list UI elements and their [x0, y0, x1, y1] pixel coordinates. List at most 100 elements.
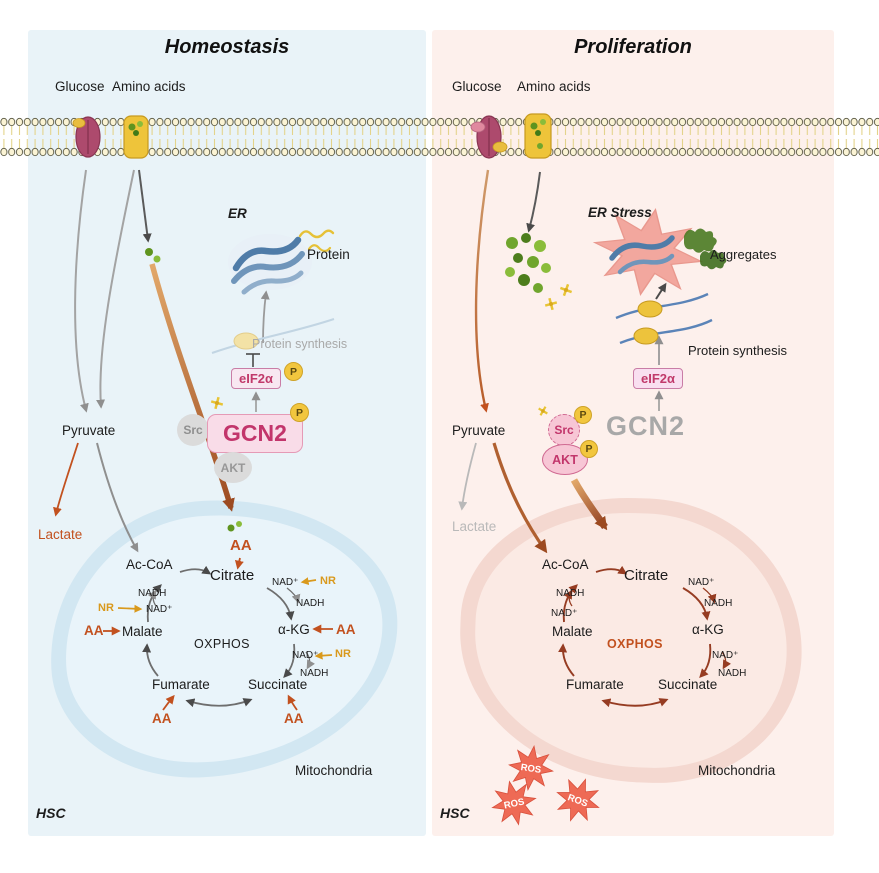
glucose-transporter-icon-left [72, 116, 101, 158]
akg-label-left: α-KG [278, 622, 310, 637]
src-badge-left: Src [177, 414, 209, 446]
nad-label-right-3: NAD⁺ [712, 650, 739, 661]
oxphos-label-left: OXPHOS [194, 637, 250, 651]
aa-entry-label-left: AA [230, 537, 252, 554]
phospho-badge-eif2a-left: P [284, 362, 303, 381]
nad-label-left-1: NAD⁺ [272, 577, 299, 588]
akt-badge-left: AKT [214, 452, 252, 483]
er-stress-icon [592, 208, 704, 296]
er-label: ER [228, 206, 247, 221]
lactate-label-left: Lactate [38, 527, 83, 542]
glucose-label-left: Glucose [55, 79, 105, 94]
amino-acids-label-right: Amino acids [517, 79, 591, 94]
trna-icon-left [210, 396, 224, 410]
ros-label-1: ROS [520, 762, 542, 776]
nadh-label-right-1: NADH [704, 598, 733, 609]
er-stress-label: ER Stress [588, 205, 652, 220]
nadh-label-right-3: NADH [718, 668, 747, 679]
oxphos-label-right: OXPHOS [607, 637, 663, 651]
malate-label-left: Malate [122, 624, 163, 639]
tca-cycle-arrows-left [142, 565, 316, 708]
citrate-label-right: Citrate [624, 567, 669, 584]
aa-feed-label-malate: AA [84, 623, 104, 638]
phospho-badge-gcn2-left: P [290, 403, 309, 422]
arrow-aa-import-left [138, 169, 152, 243]
nadh-label-right-2: NADH [556, 588, 585, 599]
mrna-ribosome-icon-left [211, 318, 335, 354]
arrow-srcakt-to-mitochondria-right [570, 478, 608, 531]
trna-icon-right-3 [538, 406, 548, 416]
src-badge-right: Src [548, 414, 580, 446]
nadh-label-left-2: NADH [138, 588, 167, 599]
mitochondria-label-left: Mitochondria [295, 763, 373, 778]
protein-icon [298, 229, 335, 253]
arrow-pyruvate-to-accoa-right [492, 442, 548, 554]
ros-icon-3: ROS [556, 778, 600, 822]
panel-title-proliferation: Proliferation [574, 36, 692, 58]
er-organelle-icon [228, 234, 312, 295]
amino-acids-label-left: Amino acids [112, 79, 186, 94]
left-flow-arrows [53, 169, 270, 553]
aa-feed-label-succinate: AA [284, 711, 304, 726]
arrow-pyruvate-to-lactate-right [458, 442, 477, 511]
arrow-pyruvate-to-lactate-left [53, 442, 79, 517]
phospho-badge-src-right: P [574, 406, 592, 424]
amino-acid-dots-right [505, 233, 551, 293]
accoa-label-right: Ac-CoA [542, 557, 589, 572]
amino-acid-dots-left [145, 248, 242, 532]
protein-synthesis-label-left: Protein synthesis [252, 337, 348, 351]
mrna-ribosome-icon-right [615, 292, 713, 345]
glucose-label-right: Glucose [452, 79, 502, 94]
accoa-label-left: Ac-CoA [126, 557, 173, 572]
nad-label-right-2: NAD⁺ [551, 608, 578, 619]
tca-feed-arrows-left [103, 557, 333, 711]
nr-label-left-3: NR [335, 648, 351, 660]
arrow-synthesis-to-er-left [260, 290, 270, 344]
aggregates-icon [684, 228, 727, 270]
nr-label-left-1: NR [320, 575, 336, 587]
nr-label-left-2: NR [98, 602, 114, 614]
nad-label-right-1: NAD⁺ [688, 577, 715, 588]
succinate-label-right: Succinate [658, 677, 718, 692]
aa-feed-label-fumarate: AA [152, 711, 172, 726]
eif2a-chip-right: eIF2α [633, 368, 684, 389]
ros-icon-2: ROS [491, 780, 537, 826]
arrow-glucose-to-pyruvate-right [474, 169, 490, 413]
citrate-label-left: Citrate [210, 567, 255, 584]
mitochondria-label-right: Mitochondria [698, 763, 776, 778]
lactate-label-right: Lactate [452, 519, 497, 534]
fumarate-label-right: Fumarate [566, 677, 624, 692]
eif2a-chip-left: eIF2α [231, 368, 282, 389]
glucose-transporter-icon-right [470, 115, 508, 159]
nad-label-left-2: NAD⁺ [146, 604, 173, 615]
protein-synthesis-label-right: Protein synthesis [688, 343, 787, 358]
aa-feed-label-akg: AA [336, 622, 356, 637]
malate-label-right: Malate [552, 624, 593, 639]
nad-label-left-3: NAD⁺ [292, 650, 319, 661]
fumarate-label-left: Fumarate [152, 677, 210, 692]
hsc-label-left: HSC [36, 805, 66, 821]
akg-label-right: α-KG [692, 622, 724, 637]
hsc-label-right: HSC [440, 805, 470, 821]
right-flow-arrows [458, 169, 667, 554]
amino-acid-transporter-icon-left [123, 115, 149, 159]
arrow-aa-import-right [526, 171, 541, 233]
gcn2-label-right: GCN2 [606, 411, 686, 441]
tca-cycle-arrows-right [558, 565, 732, 708]
ros-label-2: ROS [503, 796, 525, 811]
arrow-aa-to-mitochondria-left [149, 263, 235, 512]
trna-icon-right-2 [544, 297, 558, 311]
arrow-glucose-to-pyruvate-left [74, 169, 89, 413]
nadh-label-left-3: NADH [300, 668, 329, 679]
aggregates-label: Aggregates [710, 247, 777, 262]
ros-icon-1: ROS [508, 745, 554, 791]
arrow-aa-down-left [96, 169, 135, 409]
phospho-badge-akt-right: P [580, 440, 598, 458]
pyruvate-label-right: Pyruvate [452, 423, 506, 438]
trna-icon-right-1 [559, 283, 573, 297]
arrow-synthesis-to-erstress-right [655, 282, 667, 300]
protein-label: Protein [307, 247, 350, 262]
nadh-label-left-1: NADH [296, 598, 325, 609]
